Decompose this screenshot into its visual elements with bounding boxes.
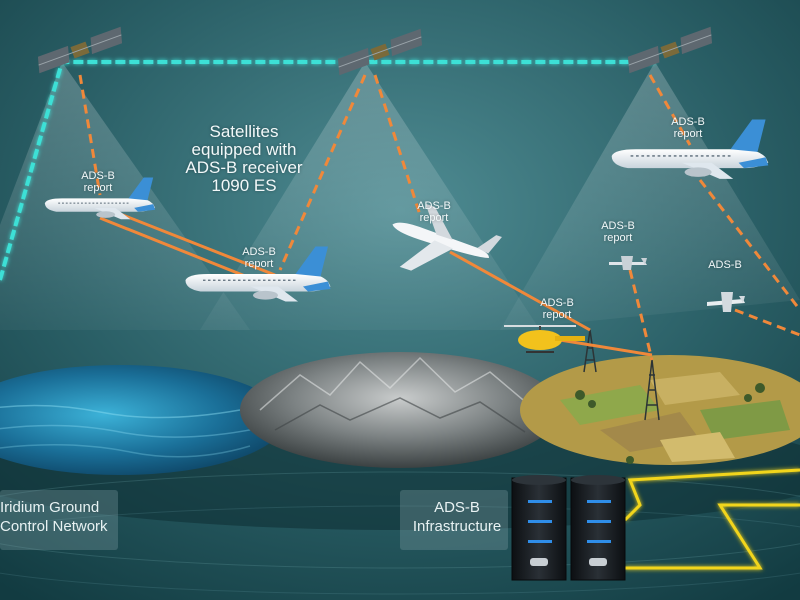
ads-b-report-label: ADS-B report: [586, 220, 650, 244]
ground-network-label: Iridium Ground Control Network: [0, 499, 118, 537]
report-label-line2: report: [244, 257, 274, 270]
infrastructure-label-line: ADS-B: [434, 499, 480, 516]
ads-b-ground-link: [623, 468, 800, 570]
report-label-line1: ADS-B: [601, 220, 635, 232]
ground-network-panel: [0, 490, 118, 550]
report-label-line2: report: [419, 211, 449, 224]
report-label-line1: ADS-B: [708, 259, 742, 271]
ads-b-broadcast: [99, 208, 653, 357]
report-label-line1: ADS-B: [242, 246, 276, 258]
infrastructure-panel: [400, 490, 508, 550]
ocean-region: [0, 365, 285, 475]
report-label-line2: report: [83, 181, 113, 194]
ads-b-report-label: ADS-B report: [227, 246, 291, 270]
satellite-beams: [0, 62, 800, 330]
infrastructure-label-line: Infrastructure: [412, 517, 502, 535]
satellite-caption-line: Satellites: [209, 122, 279, 141]
ads-b-report-label: ADS-B report: [656, 116, 720, 140]
satellite-caption: Satellites equipped with ADS-B receiver …: [159, 123, 329, 194]
ads-b-report-label: ADS-B report: [525, 297, 589, 321]
ads-b-report-label: ADS-B report: [66, 170, 130, 194]
satellite-crosslinks: [0, 60, 655, 281]
server-rack: [511, 475, 626, 581]
ads-b-report-label: ADS-B: [693, 259, 757, 272]
satellite-caption-line: ADS-B receiver: [185, 157, 303, 177]
report-label-line1: ADS-B: [540, 297, 574, 309]
farmland-region: [520, 355, 800, 465]
report-label-line1: ADS-B: [81, 170, 115, 182]
report-label-line2: report: [542, 308, 572, 321]
mountain-region: [240, 352, 560, 468]
report-label-line1: ADS-B: [671, 116, 705, 128]
ads-b-downlinks: [78, 74, 800, 361]
light-aircraft: [609, 256, 647, 270]
satellite-caption-line: equipped with: [191, 139, 297, 159]
report-label-line2: report: [603, 231, 633, 244]
report-label-line2: report: [673, 127, 703, 140]
satellite-caption-line: 1090 ES: [211, 175, 277, 195]
light-aircraft: [707, 292, 745, 312]
infrastructure-label: ADS-B Infrastructure: [404, 499, 510, 537]
ads-b-report-label: ADS-B report: [402, 200, 466, 224]
ground-network-label-line: Iridium Ground: [0, 499, 100, 516]
helicopter: [504, 325, 585, 353]
ground-network-label-line: Control Network: [0, 517, 108, 535]
report-label-line1: ADS-B: [417, 200, 451, 212]
business-jet: [392, 203, 502, 271]
